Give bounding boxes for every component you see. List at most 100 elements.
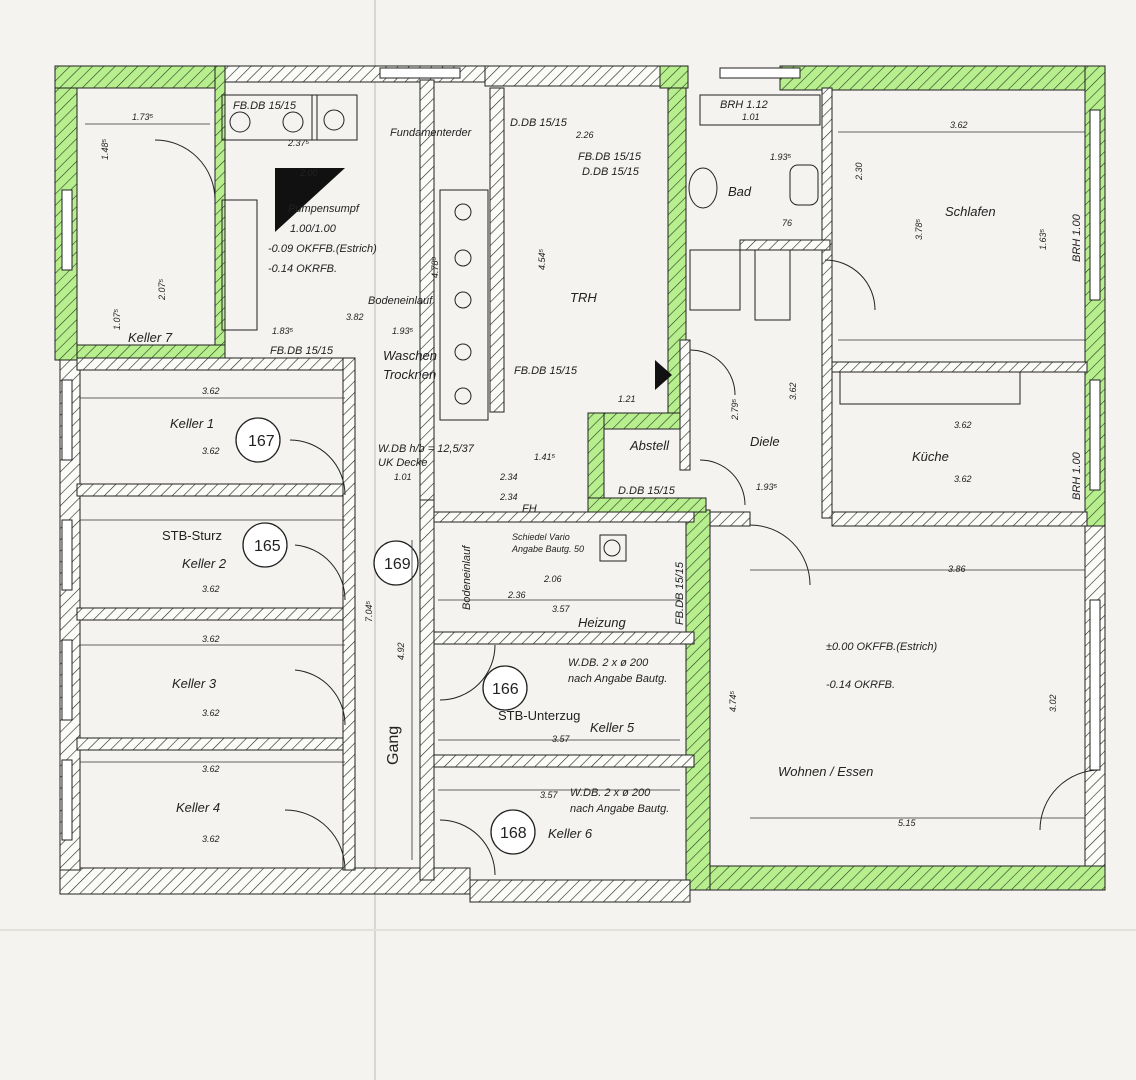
door-arrow: [655, 360, 672, 390]
dim-diele-193: 1.93⁵: [756, 482, 778, 492]
note-fbdb-trh-bottom: FB.DB 15/15: [514, 365, 578, 377]
dim-top-237: 2.37⁵: [287, 138, 310, 148]
marker-167: 167: [248, 433, 275, 450]
note-wdb-a: W.DB. 2 x ø 200: [568, 657, 649, 669]
note-bodeneinlauf2: Bodeneinlauf: [461, 545, 473, 610]
dim-bad-76: 76: [782, 218, 792, 228]
dim-k7-c: 2.07⁵: [157, 278, 167, 301]
dim-wo-302: 3.02: [1048, 694, 1058, 712]
dim-wo-474: 4.74⁵: [728, 690, 738, 712]
dim-schl-163: 1.63⁵: [1038, 228, 1048, 250]
room-diele: Diele: [750, 434, 780, 449]
room-keller-2: Keller 2: [182, 556, 227, 571]
dim-kue-362a: 3.62: [954, 420, 972, 430]
dim-k5-357: 3.57: [552, 734, 571, 744]
note-okrfb-left: -0.14 OKRFB.: [268, 263, 337, 275]
pumpensumpf-symbol: [275, 168, 345, 232]
marker-165: 165: [254, 538, 281, 555]
dim-mid-101: 1.01: [394, 472, 412, 482]
room-keller-5: Keller 5: [590, 720, 635, 735]
room-keller-3: Keller 3: [172, 676, 217, 691]
note-angabe: Angabe Bautg. 50: [511, 544, 584, 554]
room-abstell: Abstell: [629, 438, 670, 453]
note-fbdb-mid: FB.DB 15/15: [270, 345, 334, 357]
note-bodeneinlauf: Bodeneinlauf: [368, 295, 433, 307]
room-gang: Gang: [385, 726, 402, 765]
marker-169: 169: [384, 556, 411, 573]
room-wohnen-essen: Wohnen / Essen: [778, 764, 873, 779]
note-okffb-right: ±0.00 OKFFB.(Estrich): [826, 641, 938, 653]
note-brh-bad: BRH 1.12: [720, 99, 768, 111]
dim-wo-386: 3.86: [948, 564, 966, 574]
dim-top-200: 2.00: [299, 168, 318, 178]
note-fbddb-trh: FB.DB 15/15: [578, 151, 642, 163]
note-uk-decke: UK Decke: [378, 457, 428, 469]
note-pumpensumpf-size: 1.00/1.00: [290, 223, 337, 235]
note-okrfb-right: -0.14 OKRFB.: [826, 679, 895, 691]
room-keller-6: Keller 6: [548, 826, 593, 841]
dim-mid-234a: 2.34: [499, 472, 518, 482]
interior-walls: [76, 79, 1088, 881]
dim-trh-121: 1.21: [618, 394, 636, 404]
dim-bad-101: 1.01: [742, 112, 760, 122]
room-keller-1: Keller 1: [170, 416, 214, 431]
door-swings: [154, 139, 1101, 876]
note-pumpensumpf: Pumpensumpf: [288, 203, 360, 215]
dimension-lines: [80, 123, 1085, 860]
dim-gang-704: 7.04⁵: [364, 600, 374, 622]
note-fundamenterder: Fundamenterder: [390, 127, 473, 139]
room-markers: [235, 417, 536, 855]
room-kueche: Küche: [912, 449, 949, 464]
room-trocknen: Trocknen: [383, 367, 436, 382]
dim-k3-362b: 3.62: [202, 708, 220, 718]
note-ddb-trh2: D.DB 15/15: [582, 166, 640, 178]
dim-bad-1935: 1.93⁵: [770, 152, 792, 162]
dim-wo-515: 5.15: [898, 818, 917, 828]
note-okffb-left: -0.09 OKFFB.(Estrich): [268, 243, 377, 255]
note-brh-schlafen: BRH 1.00: [1071, 213, 1083, 262]
dim-top-478: 4.78⁵: [430, 256, 440, 278]
note-stb-sturz: STB-Sturz: [162, 528, 222, 543]
dim-k1-362a: 3.62: [202, 386, 220, 396]
dim-top-1935: 1.93⁵: [392, 326, 414, 336]
dim-top-382: 3.82: [346, 312, 364, 322]
note-stb-unterzug: STB-Unterzug: [498, 708, 580, 723]
dim-k4-362b: 3.62: [202, 834, 220, 844]
room-heizung: Heizung: [578, 615, 626, 630]
note-brh-kueche: BRH 1.00: [1071, 451, 1083, 500]
windows: [61, 67, 1101, 841]
room-schlafen: Schlafen: [945, 204, 996, 219]
room-keller-4: Keller 4: [176, 800, 220, 815]
dim-kue-362b: 3.62: [954, 474, 972, 484]
note-nach-angabe-b: nach Angabe Bautg.: [570, 803, 669, 815]
dim-heiz-206: 2.06: [543, 574, 562, 584]
dim-trh-454: 4.54⁵: [537, 248, 547, 270]
dim-mid-141: 1.41⁵: [534, 452, 556, 462]
note-fh: FH: [522, 503, 537, 515]
note-fbdb-top: FB.DB 15/15: [233, 100, 297, 112]
dim-k1-362b: 3.62: [202, 446, 220, 456]
note-wdb-b: W.DB. 2 x ø 200: [570, 787, 651, 799]
dim-k6-357: 3.57: [540, 790, 559, 800]
dim-k7-a: 1.73⁵: [132, 112, 154, 122]
note-fbdb-heizung: FB.DB 15/15: [674, 561, 686, 625]
dim-k7-b: 1.48⁵: [100, 138, 110, 160]
dim-gang-492: 4.92: [396, 642, 406, 660]
room-waschen: Waschen: [383, 348, 437, 363]
dim-heiz-236: 2.36: [507, 590, 526, 600]
note-nach-angabe-a: nach Angabe Bautg.: [568, 673, 667, 685]
dim-schl-230: 2.30: [854, 162, 864, 181]
note-schiedel: Schiedel Vario: [512, 532, 570, 542]
room-trh: TRH: [570, 290, 597, 305]
room-bad: Bad: [728, 184, 752, 199]
dim-diele-279: 2.79⁵: [730, 398, 740, 421]
dim-schl-378: 3.78⁵: [914, 218, 924, 240]
fixtures: [221, 94, 1021, 562]
note-ddb-trh: D.DB 15/15: [510, 117, 568, 129]
dim-k7-d: 1.07⁵: [112, 308, 122, 330]
note-ddb-abstell: D.DB 15/15: [618, 485, 676, 497]
marker-166: 166: [492, 681, 519, 698]
marker-168: 168: [500, 825, 527, 842]
